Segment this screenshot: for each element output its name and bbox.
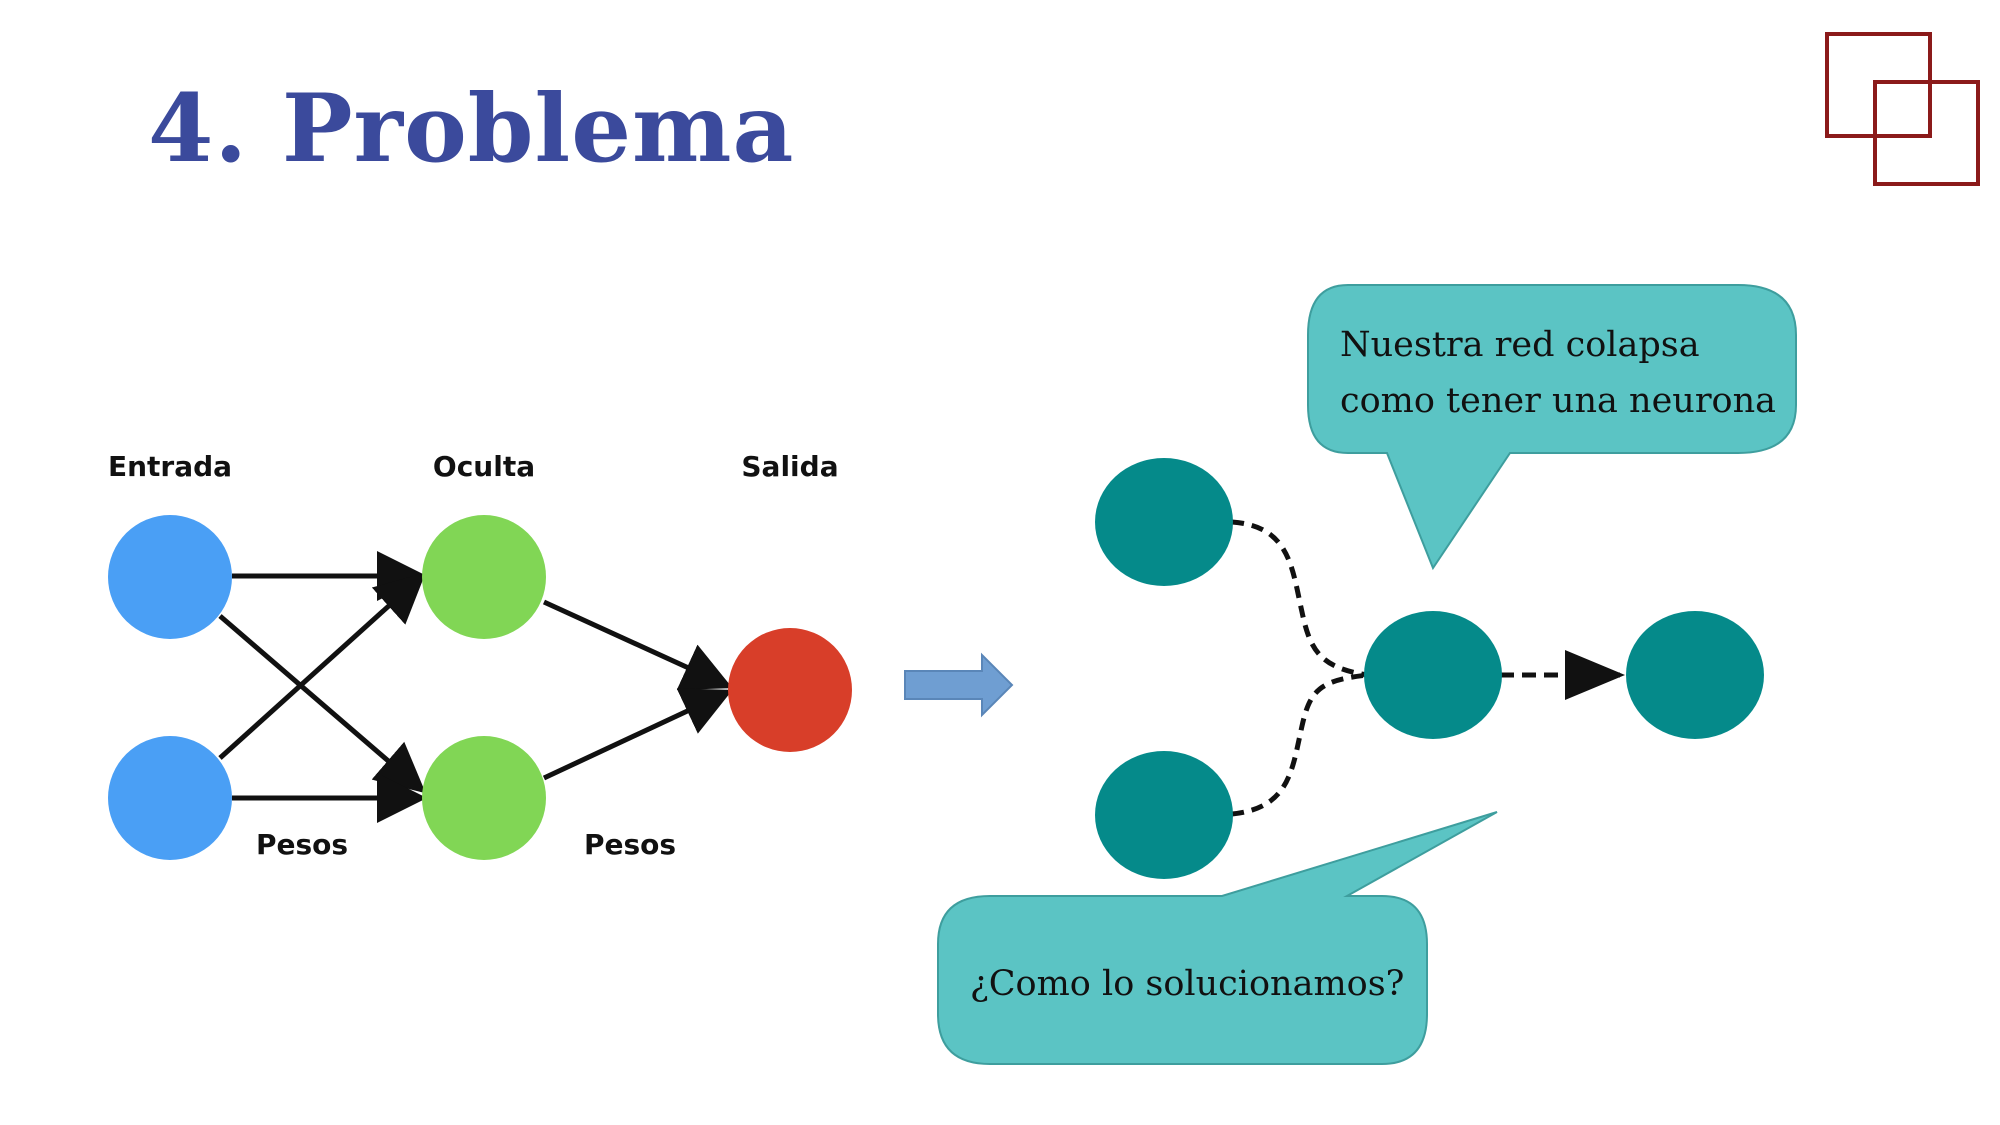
dashed-edge-bottom [1231, 672, 1369, 817]
logo-square-front [1873, 80, 1980, 186]
collapsed-input-node-2 [1095, 751, 1233, 879]
neural-network: Entrada Oculta Salida Pesos Pesos [108, 450, 852, 861]
logo-square-back [1825, 32, 1932, 138]
collapsed-single-neuron [1364, 611, 1502, 739]
layer-label-output: Salida [741, 450, 838, 483]
hidden-node-1 [422, 515, 546, 639]
weights-label-1: Pesos [256, 828, 348, 861]
edge-h1-out [542, 599, 733, 691]
callout-top-line2: como tener una neurona [1340, 381, 1776, 421]
output-node [728, 628, 852, 752]
collapsed-output-node [1626, 611, 1764, 739]
hidden-node-2 [422, 736, 546, 860]
edge-in2-h1 [218, 572, 426, 760]
edge-h2-out [542, 688, 733, 781]
dashed-edge-top [1231, 519, 1369, 678]
edge-in1-h2 [218, 614, 426, 794]
collapsed-input-node-1 [1095, 458, 1233, 586]
input-node-1 [108, 515, 232, 639]
callout-top-shape [1307, 284, 1797, 571]
input-node-2 [108, 736, 232, 860]
callout-bottom-text: ¿Como lo solucionamos? [970, 964, 1404, 1004]
collapsed-network [1095, 458, 1764, 879]
callout-bottom-shape [937, 811, 1498, 1065]
transform-arrow [904, 652, 1014, 718]
overlapping-squares-logo [1825, 32, 1980, 186]
callout-bottom: ¿Como lo solucionamos? [937, 811, 1498, 1065]
callout-top-line1: Nuestra red colapsa [1340, 325, 1700, 365]
slide-title: 4. Problema [148, 74, 795, 184]
layer-label-hidden: Oculta [433, 450, 535, 483]
callout-top: Nuestra red colapsa como tener una neuro… [1307, 284, 1797, 571]
weights-label-2: Pesos [584, 828, 676, 861]
layer-label-input: Entrada [108, 450, 232, 483]
